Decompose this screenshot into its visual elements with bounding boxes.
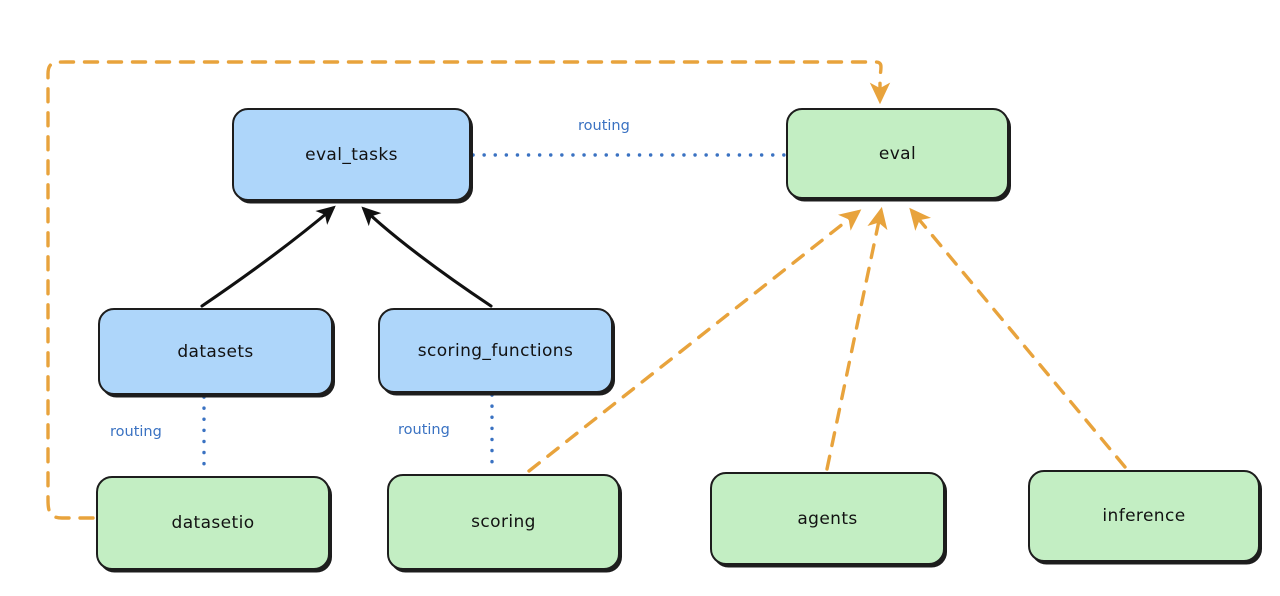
node-label-datasets: datasets (177, 341, 254, 362)
node-label-inference: inference (1102, 506, 1186, 526)
node-scoring-functions[interactable]: scoring_functions (378, 308, 613, 393)
edge-scoring-functions-to-eval-tasks (361, 206, 493, 308)
node-eval-tasks[interactable]: eval_tasks (232, 108, 471, 201)
edge-label-routing-eval-tasks-eval: routing (578, 118, 630, 134)
node-eval[interactable]: eval (786, 108, 1009, 199)
edge-label-routing-datasets-datasetio: routing (110, 424, 162, 440)
edge-dependency-inference-to-eval (909, 207, 1127, 469)
node-label-datasetio: datasetio (171, 513, 255, 533)
node-datasets[interactable]: datasets (98, 308, 333, 395)
edge-dependency-datasetio-to-eval (46, 60, 891, 520)
node-label-scoring: scoring (471, 512, 536, 532)
node-agents[interactable]: agents (710, 472, 945, 565)
node-datasetio[interactable]: datasetio (96, 476, 330, 570)
node-label-scoring-functions: scoring_functions (417, 340, 574, 361)
node-inference[interactable]: inference (1028, 470, 1260, 562)
edge-label-routing-scoring-functions-scoring: routing (398, 422, 450, 438)
edge-datasets-to-eval-tasks (200, 205, 336, 308)
node-label-agents: agents (797, 508, 858, 529)
node-scoring[interactable]: scoring (387, 474, 620, 570)
edge-dependency-scoring-to-eval (527, 209, 862, 473)
node-label-eval-tasks: eval_tasks (305, 144, 398, 165)
edge-dependency-agents-to-eval (825, 206, 888, 471)
node-label-eval: eval (878, 143, 917, 164)
